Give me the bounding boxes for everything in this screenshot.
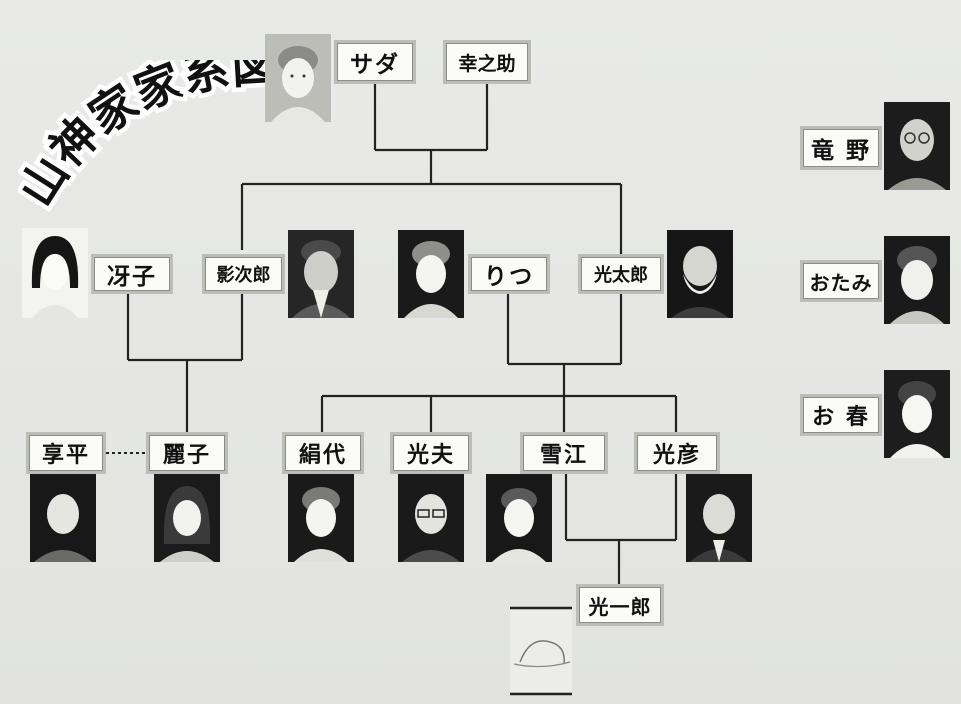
- name-label-kyohei: 享平: [26, 432, 106, 474]
- name-label-reiko: 麗子: [146, 432, 228, 474]
- name-label-kotaro: 光太郎: [578, 254, 664, 294]
- mitsuhiko-portrait: [686, 474, 752, 562]
- name-label-ritsu: りつ: [468, 254, 550, 294]
- ritsu-portrait: [398, 230, 464, 318]
- name-label-oharu: お 春: [800, 394, 882, 436]
- koichiro-portrait: [508, 606, 574, 698]
- kinuyo-portrait: [288, 474, 354, 562]
- name-label-sada: サダ: [334, 40, 416, 84]
- kyohei-portrait: [30, 474, 96, 562]
- oharu-portrait: [884, 370, 950, 458]
- name-label-konosuke: 幸之助: [443, 40, 531, 84]
- mitsuo-portrait: [398, 474, 464, 562]
- name-label-mitsuo: 光夫: [390, 432, 472, 474]
- name-label-kinuyo: 絹代: [282, 432, 364, 474]
- name-label-saeko: 冴子: [91, 254, 173, 294]
- sada-portrait: [265, 34, 331, 122]
- kotaro-portrait: [667, 230, 733, 318]
- name-label-yukie: 雪江: [520, 432, 608, 474]
- name-label-otami: おたみ: [800, 260, 882, 302]
- otami-portrait: [884, 236, 950, 324]
- svg-text:山神家家系図: 山神家家系図: [18, 60, 268, 215]
- name-label-kagejiro: 影次郎: [202, 254, 285, 294]
- name-label-tatsuno: 竜 野: [800, 126, 882, 170]
- tatsuno-portrait: [884, 102, 950, 190]
- name-label-koichiro: 光一郎: [576, 584, 664, 626]
- yukie-portrait: [486, 474, 552, 562]
- family-tree-title: 山神家家系図: [18, 60, 268, 220]
- kagejiro-portrait: [288, 230, 354, 318]
- saeko-portrait: [22, 228, 88, 318]
- name-label-mitsuhiko: 光彦: [634, 432, 720, 474]
- reiko-portrait: [154, 474, 220, 562]
